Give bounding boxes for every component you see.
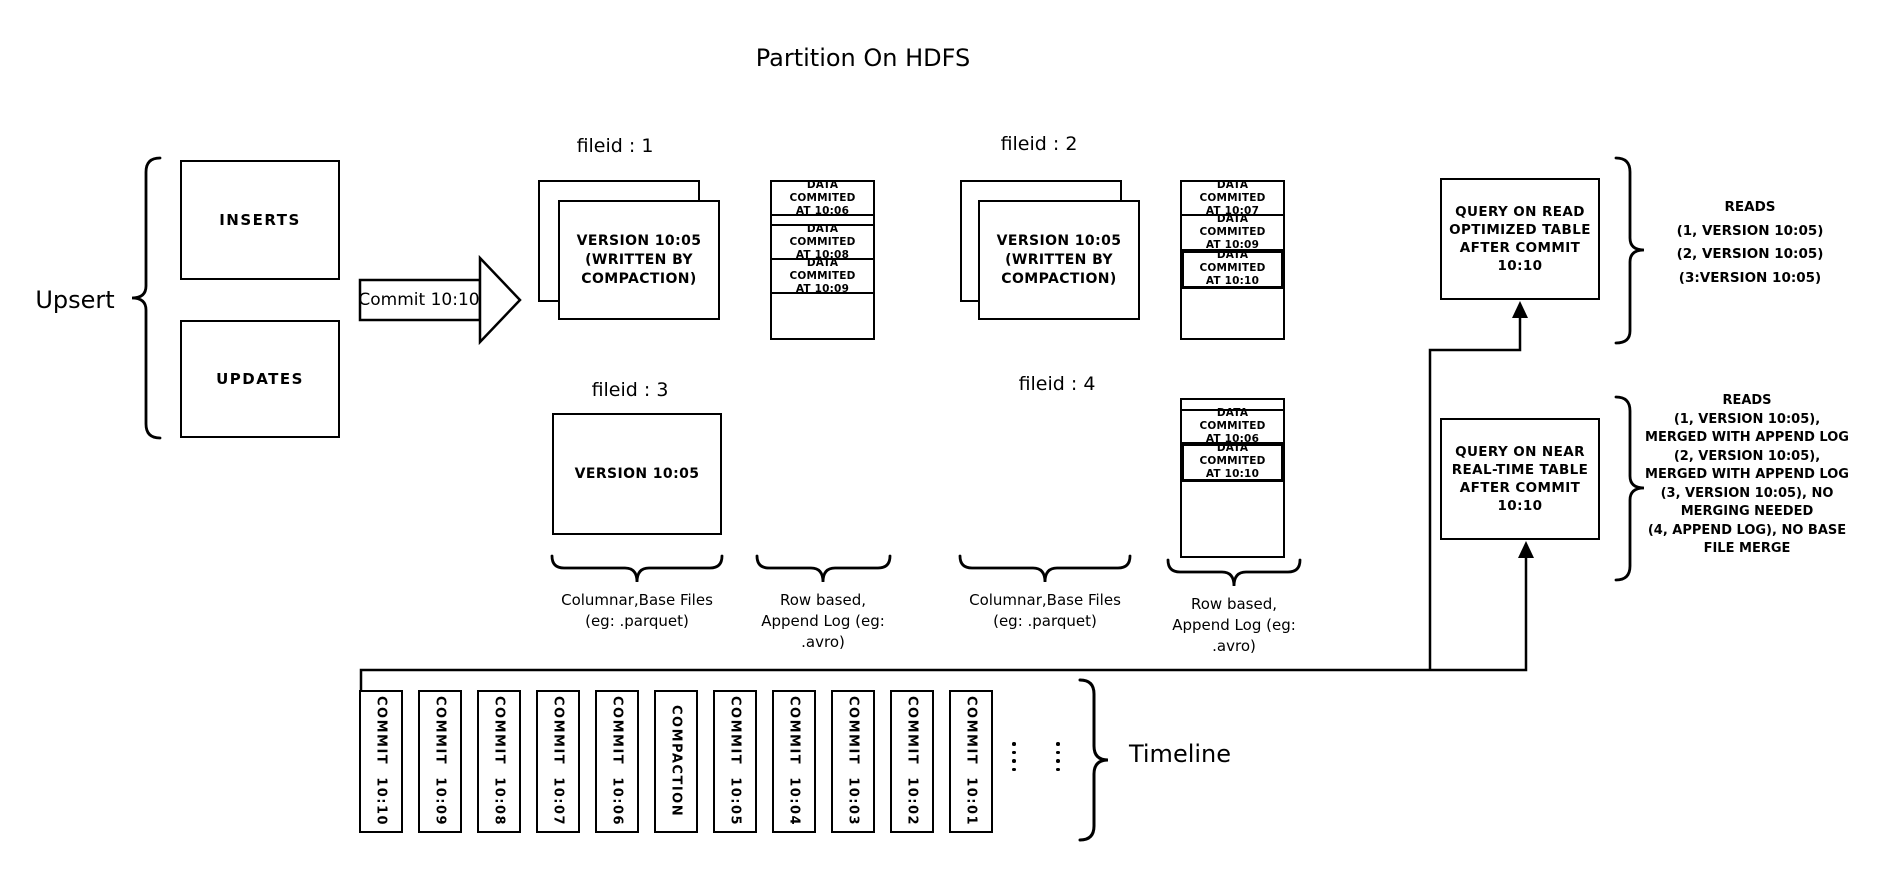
- log-gap: [772, 216, 873, 226]
- timeline-box: COMMIT 10:09: [418, 690, 462, 833]
- timeline-to-near-realtime-line: [359, 556, 1528, 690]
- timeline-box: COMMIT 10:07: [536, 690, 580, 833]
- fileid-4-label: fileid : 4: [1018, 373, 1096, 395]
- timeline-box: COMMIT 10:01: [949, 690, 993, 833]
- updates-box: UPDATES: [180, 320, 340, 438]
- timeline-brace: [1078, 678, 1109, 842]
- log-entry: DATA COMMITED AT 10:09: [772, 257, 873, 295]
- log-entry: DATA COMMITED AT 10:07: [1182, 179, 1283, 217]
- fileid-3-label: fileid : 3: [591, 379, 669, 401]
- timeline-ellipsis: [1012, 742, 1016, 771]
- fileid-1-label: fileid : 1: [576, 135, 654, 157]
- log-entry: DATA COMMITED AT 10:06: [772, 179, 873, 217]
- page-title: Partition On HDFS: [755, 44, 971, 72]
- upsert-label: Upsert: [35, 286, 115, 314]
- storage-label-columnar-2: Columnar,Base Files (eg: .parquet): [969, 591, 1121, 630]
- log-entry: DATA COMMITED AT 10:08: [772, 223, 873, 261]
- fileid-2-label: fileid : 2: [1000, 133, 1078, 155]
- arrowhead-near-realtime-icon: [1518, 541, 1534, 558]
- log-box-1: DATA COMMITED AT 10:06 DATA COMMITED AT …: [770, 179, 875, 340]
- storage-label-rowbased-1: Row based, Append Log (eg: .avro): [761, 591, 885, 651]
- underbrace-rowbased-1: [755, 554, 892, 583]
- storage-label-rowbased-2: Row based, Append Log (eg: .avro): [1172, 595, 1296, 655]
- version-box-1: VERSION 10:05 (WRITTEN BY COMPACTION): [558, 200, 720, 320]
- version-box-3: VERSION 10:05: [552, 413, 722, 535]
- underbrace-rowbased-2: [1166, 558, 1302, 587]
- commit-arrow-label: Commit 10:10: [358, 290, 480, 310]
- timeline-box: COMMIT 10:03: [831, 690, 875, 833]
- timeline-box: COMMIT 10:06: [595, 690, 639, 833]
- query-read-optimized-box: QUERY ON READ OPTIMIZED TABLE AFTER COMM…: [1440, 178, 1600, 300]
- log-entry: DATA COMMITED AT 10:10: [1181, 442, 1284, 482]
- upsert-brace: [131, 156, 162, 440]
- timeline-label: Timeline: [1128, 740, 1232, 768]
- timeline-box: COMMIT 10:10: [359, 690, 403, 833]
- timeline-box-compaction: COMPACTION: [654, 690, 698, 833]
- reads-result-near-realtime: READS (1, VERSION 10:05), MERGED WITH AP…: [1645, 393, 1849, 556]
- version-box-2: VERSION 10:05 (WRITTEN BY COMPACTION): [978, 200, 1140, 320]
- log-entry: DATA COMMITED AT 10:06: [1182, 407, 1283, 445]
- timeline-box: COMMIT 10:02: [890, 690, 934, 833]
- timeline-box: COMMIT 10:04: [772, 690, 816, 833]
- underbrace-columnar-2: [958, 554, 1132, 583]
- log-entry: DATA COMMITED AT 10:09: [1182, 213, 1283, 251]
- underbrace-columnar-1: [550, 554, 724, 583]
- log-entry: DATA COMMITED AT 10:10: [1181, 249, 1284, 289]
- arrowhead-read-optimized-icon: [1512, 301, 1528, 318]
- timeline-ellipsis: [1056, 742, 1060, 771]
- inserts-box: INSERTS: [180, 160, 340, 280]
- timeline-box: COMMIT 10:05: [713, 690, 757, 833]
- log-gap: [1182, 400, 1283, 411]
- reads-result-read-optimized: READS (1, VERSION 10:05) (2, VERSION 10:…: [1676, 199, 1824, 286]
- query-near-realtime-box: QUERY ON NEAR REAL-TIME TABLE AFTER COMM…: [1440, 418, 1600, 540]
- log-box-4: DATA COMMITED AT 10:06 DATA COMMITED AT …: [1180, 398, 1285, 558]
- timeline-box: COMMIT 10:08: [477, 690, 521, 833]
- log-box-2: DATA COMMITED AT 10:07 DATA COMMITED AT …: [1180, 179, 1285, 340]
- storage-label-columnar-1: Columnar,Base Files (eg: .parquet): [561, 591, 713, 630]
